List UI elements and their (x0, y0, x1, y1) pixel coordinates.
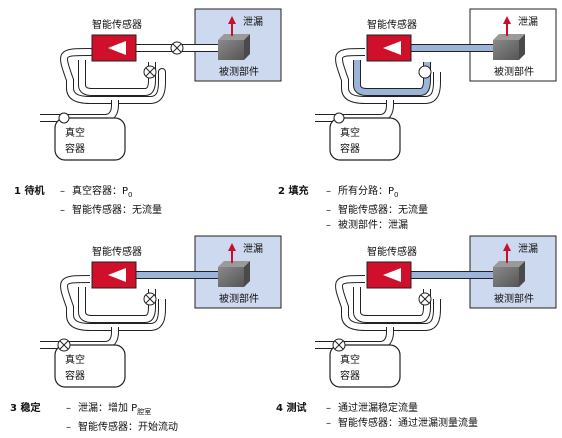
caption-step-4: 4 测试 –通过泄漏稳定流量 –智能传感器：通过泄漏测量流量 (276, 401, 558, 431)
sensor-label: 智能传感器 (92, 245, 142, 258)
valve-icon (57, 338, 71, 352)
smart-sensor (91, 261, 137, 289)
part-label: 被测部件 (494, 65, 534, 78)
caption-line: –智能传感器：开始流动 (10, 420, 270, 435)
panel-1-standby: 智能传感器 泄漏 被测部件 真空 容器 (40, 8, 282, 161)
panel-4-test: 智能传感器 泄漏 被测部件 真空 容器 (315, 235, 557, 388)
caption-line: 2 填充 –所有分路：P0 (278, 184, 548, 203)
caption-line: –智能传感器：无流量 (14, 203, 274, 218)
caption-text: 泄漏：增加 P (78, 403, 138, 414)
part-label: 被测部件 (219, 65, 259, 78)
step-title: 2 填充 (278, 186, 309, 197)
leak-label: 泄漏 (243, 15, 263, 28)
vacuum-vessel (329, 344, 401, 388)
leak-arrow-icon (228, 16, 236, 36)
step-title: 1 待机 (14, 186, 45, 197)
valve-icon (143, 65, 157, 79)
caption-line: –被测部件：泄漏 (278, 218, 548, 233)
vessel-label-1: 真空 (65, 126, 85, 139)
step-title: 3 稳定 (10, 403, 41, 414)
smart-sensor (366, 34, 412, 62)
valve-icon (418, 292, 432, 306)
part-label: 被测部件 (219, 292, 259, 305)
vessel-label-1: 真空 (65, 353, 85, 366)
vessel-label-2: 容器 (65, 142, 85, 155)
caption-step-2: 2 填充–所有分路：P0 –智能传感器：无流量 –被测部件：泄漏 (278, 184, 548, 233)
leak-arrow-icon (503, 243, 511, 263)
valve-icon (143, 292, 157, 306)
sensor-label: 智能传感器 (367, 18, 417, 31)
part-box-icon (493, 34, 525, 60)
panel-2-fill: 智能传感器 泄漏 被测部件 真空 容器 (315, 8, 557, 161)
valve-icon (332, 338, 346, 352)
vessel-label-2: 容器 (65, 369, 85, 382)
leak-arrow-icon (503, 16, 511, 36)
vessel-label-1: 真空 (340, 353, 360, 366)
caption-subscript: 0 (128, 191, 133, 199)
caption-line: 1 待机 –真空容器：P0 (14, 184, 274, 203)
vessel-label-2: 容器 (340, 369, 360, 382)
caption-dash: – (66, 422, 71, 433)
caption-line: –智能传感器：无流量 (278, 203, 548, 218)
caption-text: 所有分路：P (338, 186, 395, 197)
caption-text: 智能传感器：无流量 (72, 205, 162, 216)
vacuum-vessel (54, 117, 126, 161)
part-label: 被测部件 (494, 292, 534, 305)
part-box-icon (218, 261, 250, 287)
caption-text: 被测部件：泄漏 (338, 220, 408, 231)
caption-dash: – (326, 403, 331, 414)
vacuum-vessel (329, 117, 401, 161)
leak-label: 泄漏 (518, 15, 538, 28)
caption-subscript: 0 (394, 191, 399, 199)
leak-label: 泄漏 (243, 242, 263, 255)
panel-3-stabilize: 智能传感器 泄漏 被测部件 真空 容器 (40, 235, 282, 388)
vessel-label-1: 真空 (340, 126, 360, 139)
leak-label: 泄漏 (518, 242, 538, 255)
leak-arrow-icon (228, 243, 236, 263)
step-title: 4 测试 (276, 403, 307, 414)
valve-icon (58, 112, 70, 124)
caption-text: 智能传感器：通过泄漏测量流量 (338, 418, 478, 429)
valve-icon (333, 112, 345, 124)
caption-dash: – (326, 220, 331, 231)
caption-text: 智能传感器：开始流动 (78, 422, 178, 433)
caption-text: 真空容器：P (72, 186, 129, 197)
caption-step-3: 3 稳定 –泄漏：增加 P腔室 –智能传感器：开始流动 (10, 401, 270, 435)
caption-text: 通过泄漏稳定流量 (338, 403, 418, 414)
caption-line: 3 稳定 –泄漏：增加 P腔室 (10, 401, 270, 420)
caption-step-1: 1 待机 –真空容器：P0 –智能传感器：无流量 (14, 184, 274, 218)
caption-text: 智能传感器：无流量 (338, 205, 428, 216)
vacuum-vessel (54, 344, 126, 388)
valve-icon (418, 65, 432, 79)
caption-dash: – (326, 186, 331, 197)
sensor-label: 智能传感器 (367, 245, 417, 258)
sensor-label: 智能传感器 (92, 18, 142, 31)
caption-dash: – (60, 205, 65, 216)
vessel-label-2: 容器 (340, 142, 360, 155)
valve-icon (170, 41, 184, 55)
caption-dash: – (60, 186, 65, 197)
caption-dash: – (66, 403, 71, 414)
caption-dash: – (326, 205, 331, 216)
part-box-icon (493, 261, 525, 287)
caption-dash: – (326, 418, 331, 429)
caption-line: 4 测试 –通过泄漏稳定流量 (276, 401, 558, 416)
caption-line: –智能传感器：通过泄漏测量流量 (276, 416, 558, 431)
part-box-icon (218, 34, 250, 60)
caption-subscript: 腔室 (137, 408, 152, 416)
